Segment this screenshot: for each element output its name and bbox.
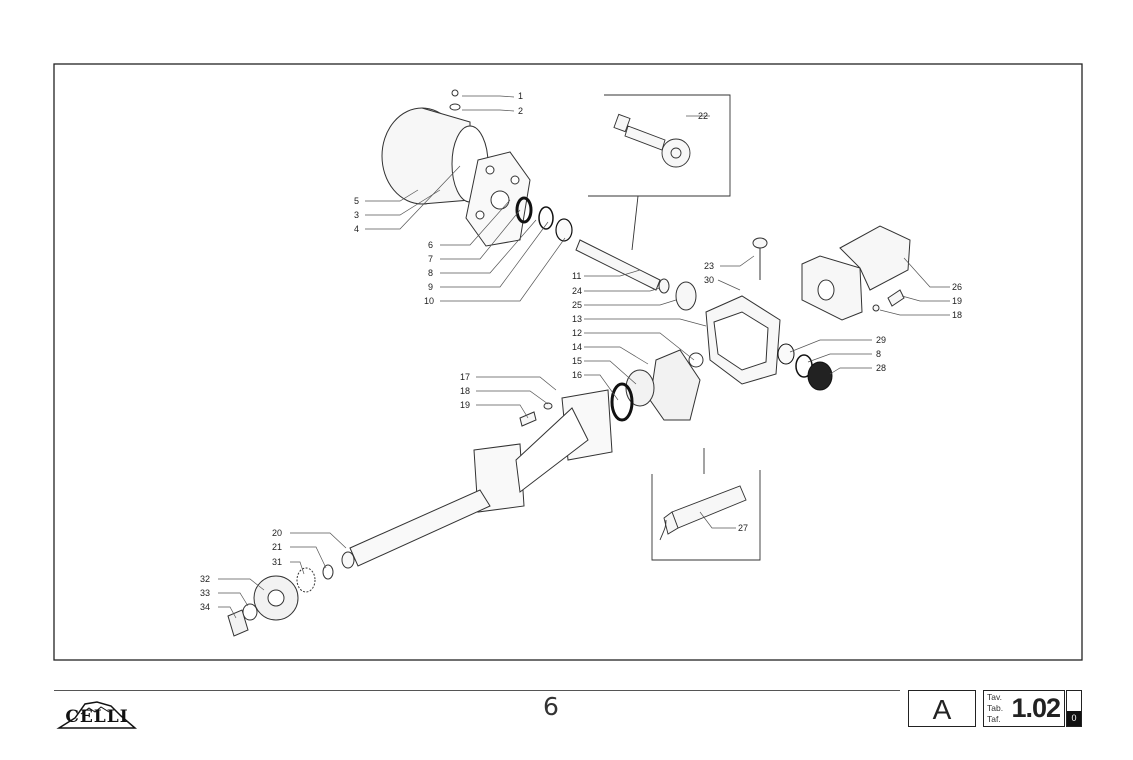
callout-4: 4 xyxy=(354,224,359,234)
callout-15: 15 xyxy=(572,356,582,366)
pulley-housing xyxy=(381,89,489,205)
callout-1: 1 xyxy=(518,91,523,101)
logo-badge-icon xyxy=(56,701,138,729)
callout-10: 10 xyxy=(424,296,434,306)
callout-18b: 18 xyxy=(952,310,962,320)
callout-3: 3 xyxy=(354,210,359,220)
table-number: 1.02 xyxy=(1011,693,1061,723)
callout-30: 30 xyxy=(704,275,714,285)
callout-labels: 1 2 5 3 4 6 7 8 9 10 22 23 30 11 24 25 1… xyxy=(200,91,962,612)
bracket-26 xyxy=(801,225,911,321)
callout-34: 34 xyxy=(200,602,210,612)
inset-grease-tube xyxy=(651,448,761,561)
callout-13: 13 xyxy=(572,314,582,324)
page-number: 6 xyxy=(543,692,559,721)
callout-23: 23 xyxy=(704,261,714,271)
callout-7: 7 xyxy=(428,254,433,264)
callout-11: 11 xyxy=(572,271,581,281)
inset-pinion-shaft xyxy=(588,94,731,251)
callout-6: 6 xyxy=(428,240,433,250)
callout-16: 16 xyxy=(572,370,582,380)
callout-14: 14 xyxy=(572,342,582,352)
callout-28: 28 xyxy=(876,363,886,373)
flange-plate xyxy=(465,151,531,247)
callout-5: 5 xyxy=(354,196,359,206)
callout-24: 24 xyxy=(572,286,582,296)
callout-8: 8 xyxy=(428,268,433,278)
output-cap xyxy=(777,343,833,391)
callout-22: 22 xyxy=(698,111,708,121)
table-labels: Tav. Tab. Taf. xyxy=(987,692,1003,725)
table-label-taf: Taf. xyxy=(987,714,1001,724)
table-label-tab: Tab. xyxy=(987,703,1004,713)
callout-18: 18 xyxy=(460,386,470,396)
tube-housing xyxy=(296,389,613,593)
table-number-box: Tav. Tab. Taf. 1.02 xyxy=(983,690,1065,727)
sub-number-box: 0 xyxy=(1066,690,1082,727)
callout-29: 29 xyxy=(876,335,886,345)
callout-32: 32 xyxy=(200,574,210,584)
callout-9: 9 xyxy=(428,282,433,292)
leader-lines xyxy=(218,95,950,619)
output-gear xyxy=(227,575,299,637)
seal-rings-upper xyxy=(515,196,573,242)
callout-21: 21 xyxy=(272,542,282,552)
revision-box: A xyxy=(908,690,976,727)
callout-12: 12 xyxy=(572,328,582,338)
sub-number: 0 xyxy=(1067,711,1081,726)
callout-26: 26 xyxy=(952,282,962,292)
footer-rule xyxy=(54,690,900,691)
callout-19: 19 xyxy=(460,400,470,410)
callout-17: 17 xyxy=(460,372,470,382)
input-shaft xyxy=(575,239,697,311)
diagram-frame xyxy=(53,63,1083,661)
callout-2: 2 xyxy=(518,106,523,116)
revision-letter: A xyxy=(932,694,952,725)
callout-8b: 8 xyxy=(876,349,881,359)
brand-name: CELLI xyxy=(65,707,129,727)
callout-33: 33 xyxy=(200,588,210,598)
small-bolts xyxy=(519,289,905,427)
callout-25: 25 xyxy=(572,300,582,310)
bevel-gear xyxy=(610,349,704,422)
table-label-tav: Tav. xyxy=(987,692,1002,702)
callout-27: 27 xyxy=(738,523,748,533)
callout-20: 20 xyxy=(272,528,282,538)
gearbox-body xyxy=(705,237,781,385)
callout-19b: 19 xyxy=(952,296,962,306)
brand-logo: CELLI xyxy=(55,698,139,734)
callout-31: 31 xyxy=(272,557,282,567)
